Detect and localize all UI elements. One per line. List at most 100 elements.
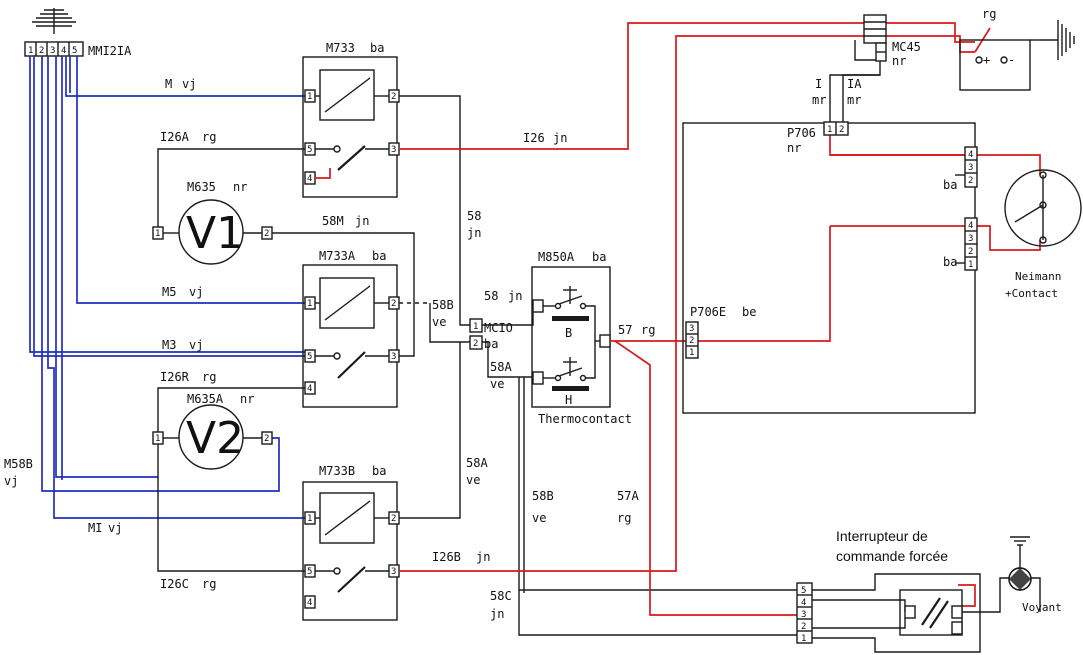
relay-m733a: 1 2 5 3 4 M733A ba [302, 249, 400, 408]
wire-label-58-h-id: 58 [484, 289, 498, 303]
p706r-pin-2: 2 [968, 176, 973, 186]
fan-m635a-color: nr [240, 392, 254, 406]
fan-m635-symbol: V1 [186, 208, 244, 259]
wire-label-58c-color: jn [490, 607, 504, 621]
wire-label-58b-id: 58B [432, 298, 454, 312]
p706e-label: P706E [690, 305, 726, 319]
fan-m635-pin-1: 1 [155, 229, 160, 239]
wire-label-126b-id: I26B [432, 550, 461, 564]
relay-m733-pin-3: 3 [391, 145, 396, 155]
black-wires [157, 40, 1041, 653]
relay-m733-name: M733 [326, 41, 355, 55]
relay-m733b-pin-4: 4 [307, 598, 312, 608]
fan-m635-pin-2: 2 [264, 229, 269, 239]
wire-label-m-vj-color: vj [182, 77, 196, 91]
relay-m733b-pin-1: 1 [307, 514, 312, 524]
wire-label-1a-mr-color: mr [847, 93, 861, 107]
fan-m635a-pin-1: 1 [155, 434, 160, 444]
wire-label-58m-id: 58M [322, 214, 344, 228]
wire-label-126b-color: jn [476, 550, 490, 564]
thermo-label: Thermocontact [538, 412, 632, 426]
wire-label-58a-color: ve [490, 377, 504, 391]
p706r-low-pin-1: 1 [968, 260, 973, 270]
relay-m733b-pin-3: 3 [391, 567, 396, 577]
thermo-switch-b-label: B [565, 326, 572, 340]
fan-m635a-symbol: V2 [186, 413, 244, 464]
thermo-switch-h-label: H [565, 393, 572, 407]
wire-label-58-v-id: 58 [467, 209, 481, 223]
wire-label-57a-color: rg [617, 511, 631, 525]
wire-label-126a-id: I26A [160, 130, 190, 144]
interrupteur-label-2: commande forcée [836, 548, 948, 564]
connector-bottom: 5 4 3 2 1 [796, 582, 813, 644]
wire-label-58b-color: ve [432, 315, 446, 329]
wire-labels: M vj I26A rg I26 jn 58M jn 58 jn M5 vj 5… [4, 77, 862, 621]
wire-label-58-v-color: jn [467, 226, 481, 240]
wire-label-58a-id: 58A [490, 360, 512, 374]
wire-label-m5-color: vj [189, 285, 203, 299]
relay-m733b-color: ba [372, 464, 386, 478]
p706-feed-wires [829, 61, 881, 122]
interrupteur-label-1: Interrupteur de [836, 528, 928, 544]
relay-m733a-pin-5: 5 [307, 352, 312, 362]
wire-label-57-id: 57 [618, 323, 632, 337]
wire-label-58a-v-color: ve [466, 473, 480, 487]
mc10-pin-2: 2 [473, 339, 478, 349]
mc10-color: ba [484, 337, 498, 351]
fan-m635-name: M635 [187, 180, 216, 194]
mmi21a-label: MMI2IA [88, 44, 132, 58]
p706e-pin-3: 3 [689, 324, 694, 334]
wire-label-m-vj-id: M [165, 77, 172, 91]
relay-m733b-name: M733B [319, 464, 355, 478]
p706r-color-mid: ba [943, 178, 957, 192]
mc45-color: nr [892, 54, 906, 68]
wire-label-m3-color: vj [189, 338, 203, 352]
wire-label-126r-color: rg [202, 370, 216, 384]
bottom-conn-pin-4: 4 [801, 598, 806, 608]
unit-p706: 1 2 P706 nr 4 3 2 ba 4 3 2 1 ba 3 2 1 P7… [682, 121, 978, 414]
p706e-pin-2: 2 [689, 336, 694, 346]
voyant-label: Voyant [1022, 601, 1062, 614]
wire-label-126c-id: I26C [160, 577, 189, 591]
mmi21a-pin-3: 3 [50, 46, 55, 56]
wire-label-m58b-id: M58B [4, 457, 33, 471]
wire-label-1-mr-color: mr [812, 93, 826, 107]
wire-label-58b-v-id: 58B [532, 489, 554, 503]
fan-m635a-name: M635A [187, 392, 224, 406]
mmi21a-pin-4: 4 [61, 46, 66, 56]
wire-label-58a-v-id: 58A [466, 456, 488, 470]
wire-label-mi-color: vj [108, 521, 122, 535]
ground-symbol-top-right [1040, 20, 1075, 60]
relay-m733a-name: M733A [319, 249, 356, 263]
wire-label-m58b-color: vj [4, 474, 18, 488]
p706-label: P706 [787, 126, 816, 140]
p706r-pin-4: 4 [968, 150, 973, 160]
battery: + - rg [959, 7, 1040, 91]
wire-label-58m-color: jn [355, 214, 369, 228]
battery-wire-color: rg [982, 7, 996, 21]
neimann-label-2: +Contact [1005, 287, 1058, 300]
p706r-low-pin-2: 2 [968, 247, 973, 257]
neimann-label-1: Neimann [1015, 270, 1061, 283]
connector-mc10: 1 2 MCIO ba [469, 318, 513, 351]
p706e-color: be [742, 305, 756, 319]
wire-label-58c-id: 58C [490, 589, 512, 603]
ground-symbol-top-left [32, 8, 76, 34]
relay-m733b: 1 2 5 3 4 M733B ba [302, 464, 400, 621]
relay-m733-color: ba [370, 41, 384, 55]
bottom-conn-pin-5: 5 [801, 586, 806, 596]
wire-label-126c-color: rg [202, 577, 216, 591]
wire-label-58-h-color: jn [508, 289, 522, 303]
mc10-pin-1: 1 [473, 322, 478, 332]
mc45-label: MC45 [892, 40, 921, 54]
relay-m733-pin-1: 1 [307, 92, 312, 102]
bottom-conn-pin-2: 2 [801, 622, 806, 632]
p706-pin-1: 1 [827, 125, 832, 135]
p706-pin-2: 2 [839, 125, 844, 135]
relay-m733a-pin-1: 1 [307, 299, 312, 309]
p706-color: nr [787, 141, 801, 155]
wire-label-m5-id: M5 [162, 285, 176, 299]
p706e-pin-1: 1 [689, 348, 694, 358]
mmi21a-pin-2: 2 [39, 46, 44, 56]
